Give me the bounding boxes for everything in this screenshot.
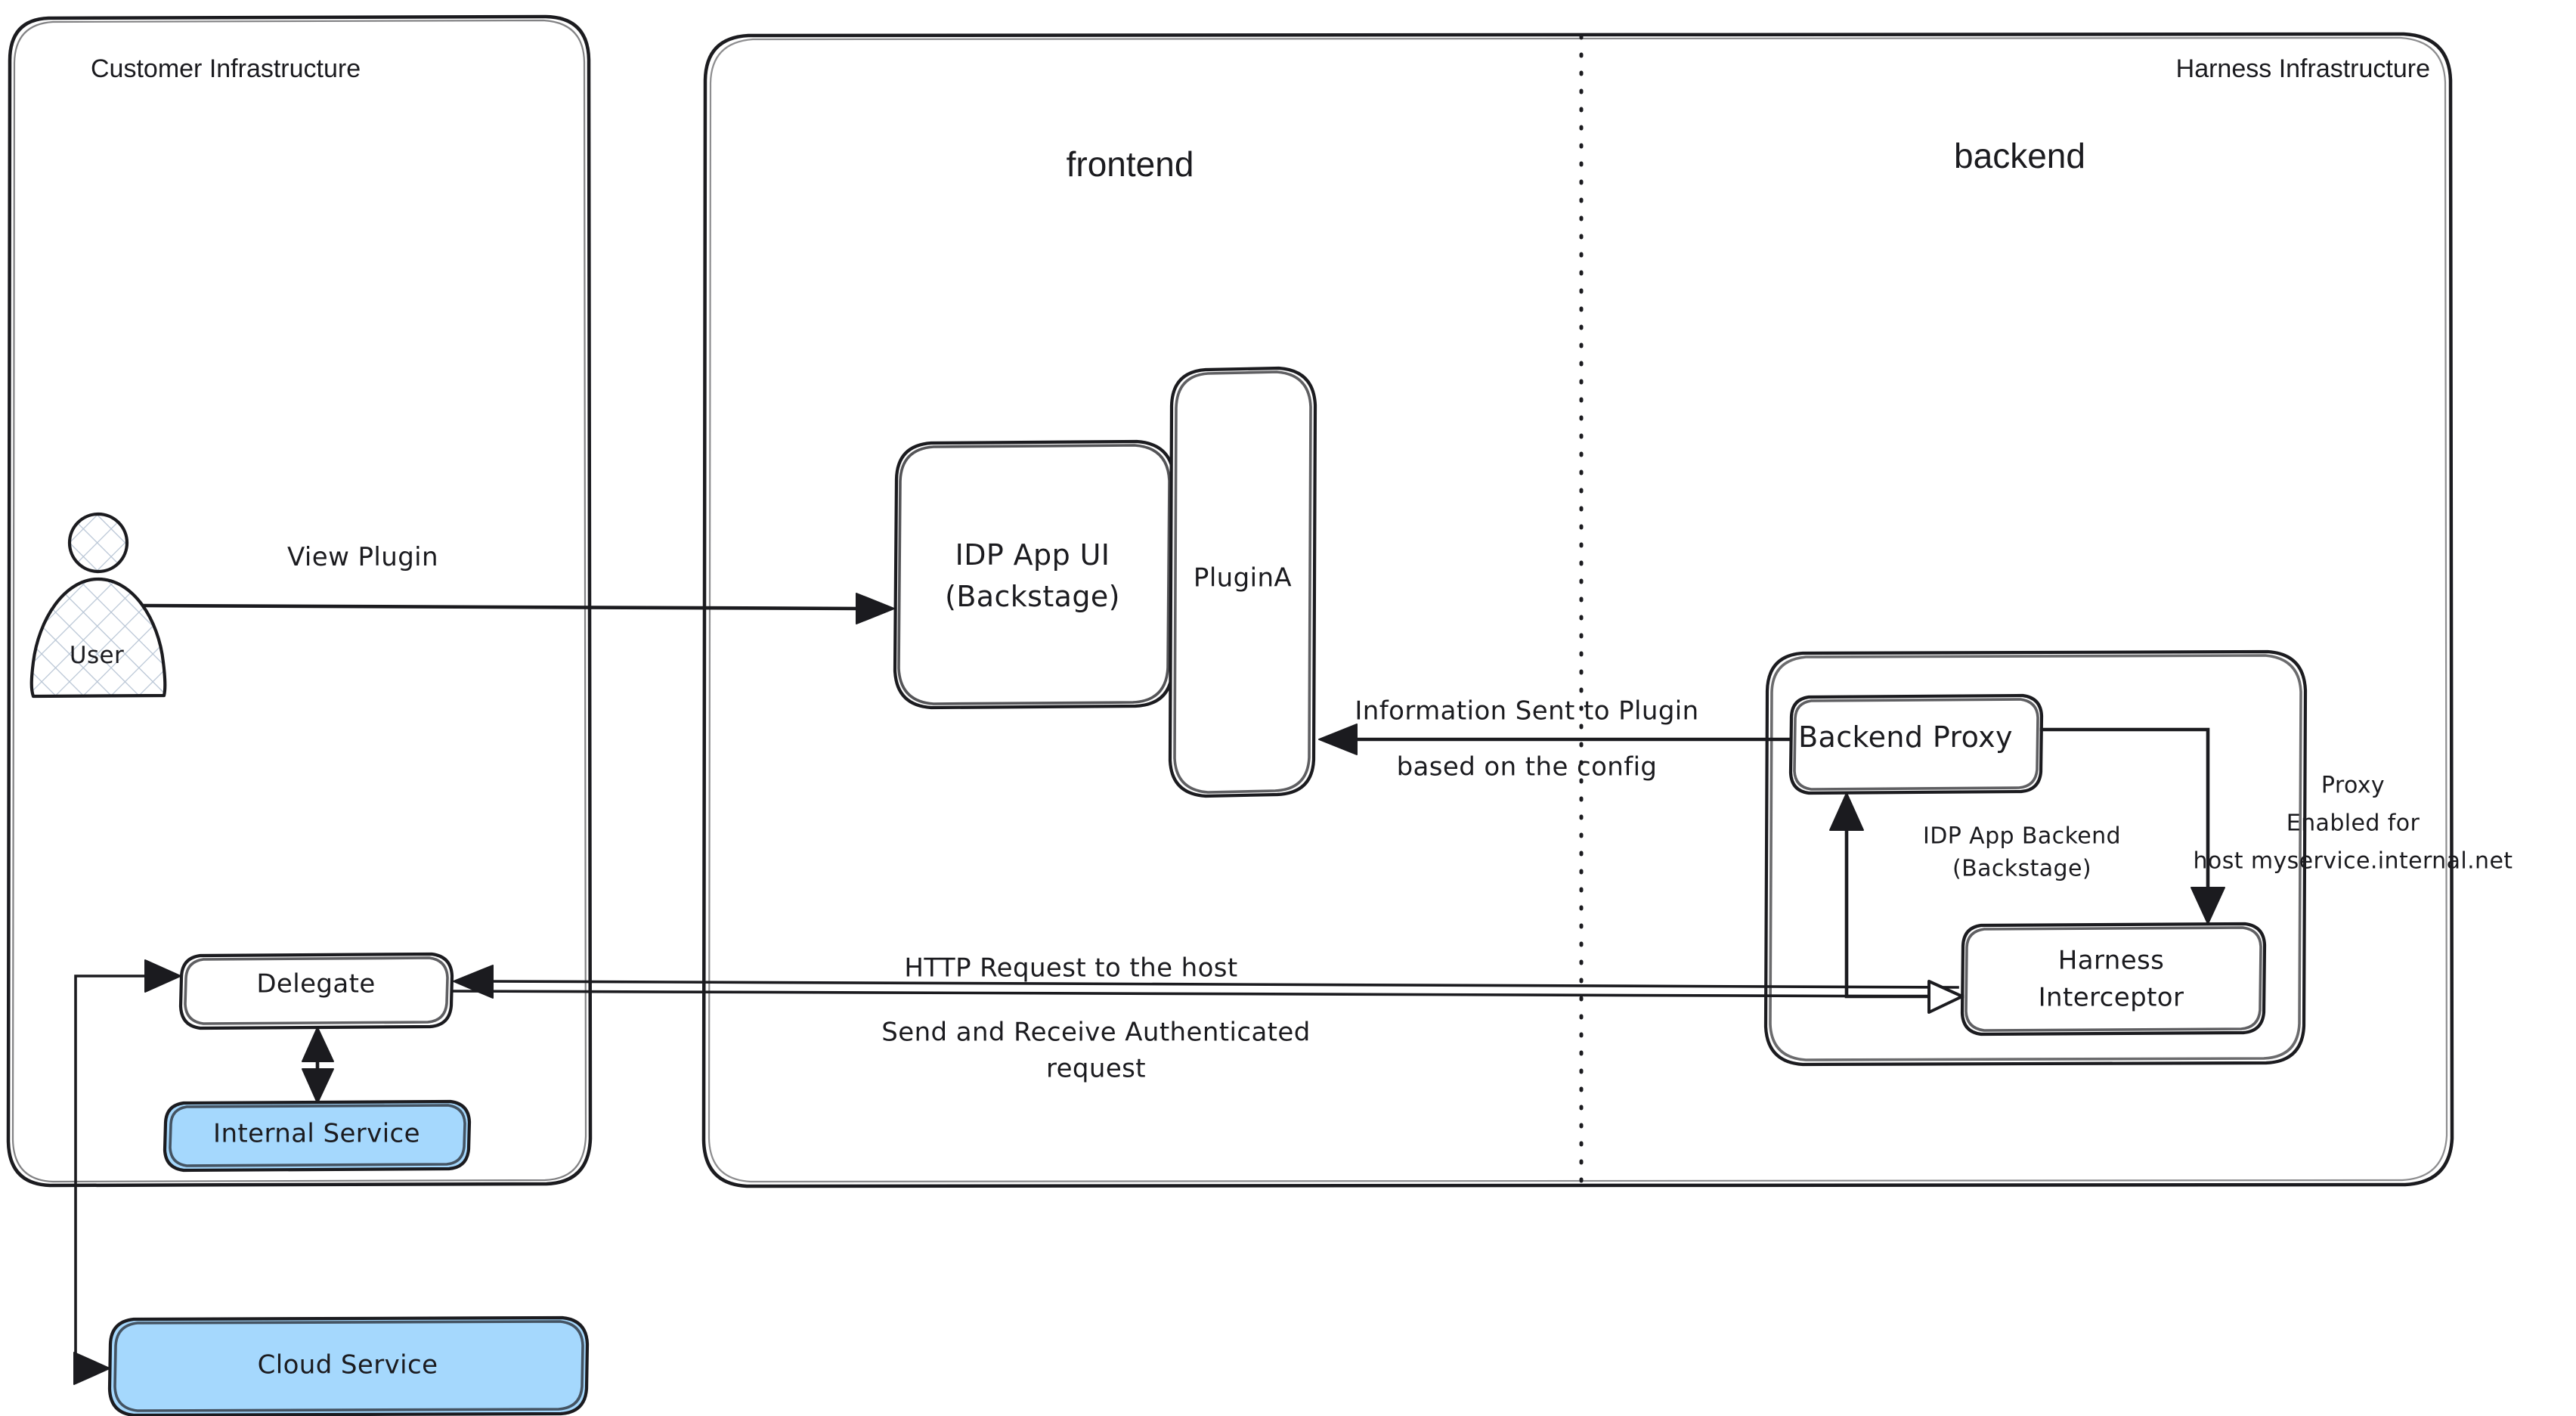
edge-harness-interceptor-to-backend-proxy [1829, 792, 1965, 999]
edge-delegate-to-cloud-service [73, 959, 181, 1385]
edge-user-to-idp-app-ui [141, 593, 895, 624]
user-actor[interactable] [29, 512, 167, 699]
edge-backend-proxy-to-plugin-a [1318, 723, 1793, 755]
cloud-service-node[interactable] [107, 1315, 590, 1416]
customer-infrastructure-container [6, 14, 593, 1188]
harness-infrastructure-container [701, 32, 2454, 1188]
harness-interceptor-node[interactable] [1960, 922, 2267, 1036]
internal-service-node[interactable] [163, 1099, 472, 1173]
plugin-a-node[interactable] [1168, 366, 1317, 798]
backend-proxy-node[interactable] [1788, 693, 2044, 795]
idp-app-ui-node[interactable] [893, 439, 1176, 710]
edge-harness-interceptor-to-delegate [452, 965, 1964, 1014]
edge-delegate-to-internal-service [302, 1027, 334, 1104]
delegate-node[interactable] [178, 952, 454, 1030]
idp-app-backend-container [1763, 649, 2308, 1067]
edge-backend-proxy-to-harness-interceptor [2039, 727, 2225, 925]
